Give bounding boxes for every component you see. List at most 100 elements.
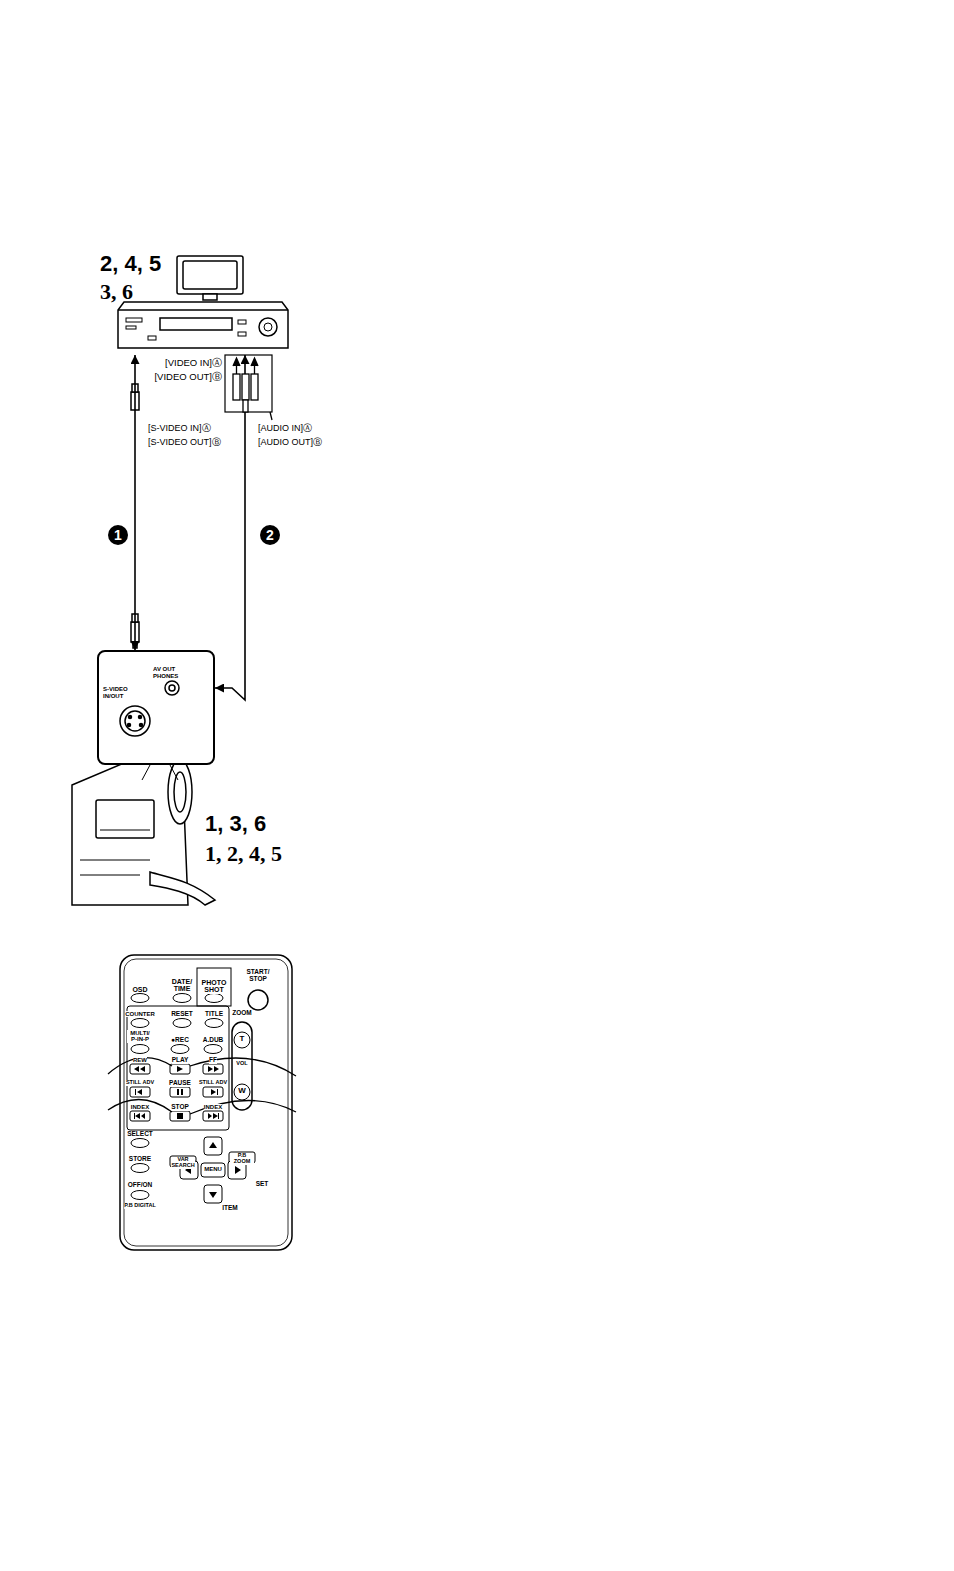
- button-label: OFF/ON: [128, 1182, 153, 1189]
- remote-buttons: [130, 1087, 150, 1097]
- remote-buttons: [203, 1087, 223, 1097]
- remote-buttons: [204, 1185, 222, 1203]
- button-label: COUNTER: [125, 1011, 155, 1017]
- button-label: OSD: [132, 986, 147, 993]
- button-label: VOL: [236, 1061, 247, 1067]
- rca-plugs: [225, 355, 272, 420]
- remote-buttons: [134, 1066, 145, 1072]
- remote-buttons: [177, 1089, 183, 1095]
- remote-buttons: [204, 1137, 222, 1155]
- vcr-node: 2, 4, 5 3, 6: [98, 252, 288, 355]
- vcr: [148, 336, 156, 340]
- jack-panel-ground: [129, 716, 132, 719]
- button-label: SET: [256, 1181, 269, 1188]
- button-label: STOP: [171, 1104, 189, 1111]
- camcorder: [100, 830, 150, 831]
- port-label: [AUDIO IN]Ⓐ: [258, 424, 312, 433]
- vcr: [160, 318, 232, 330]
- jack-panel-ground: [125, 711, 145, 731]
- vcr: [126, 318, 142, 322]
- jack-panel-ground: [169, 685, 175, 691]
- rca-plugs: [243, 400, 248, 412]
- camcorder: [72, 752, 215, 905]
- jack-panel-ground: [165, 681, 179, 695]
- button-label: STILL ADV: [126, 1080, 154, 1086]
- port-label: [AUDIO OUT]Ⓑ: [258, 438, 322, 447]
- remote-buttons: [205, 994, 223, 1003]
- remote-buttons: [130, 1064, 150, 1074]
- remote-buttons: [170, 1111, 190, 1121]
- step-numbers: 1, 3, 6: [205, 812, 266, 835]
- leader-line: [108, 1058, 172, 1074]
- remote-buttons: [208, 1113, 219, 1119]
- port-label: [VIDEO IN]Ⓐ: [165, 358, 222, 368]
- button-label: INDEX: [131, 1104, 149, 1110]
- leader-line: [108, 1058, 296, 1114]
- camcorder: [80, 860, 150, 875]
- tv-set: [177, 256, 243, 300]
- camcorder: [168, 760, 192, 824]
- jack-panel-ground: [142, 765, 178, 780]
- button-label: A.DUB: [203, 1037, 224, 1044]
- callout-number: 1: [108, 525, 128, 545]
- rca-plugs: [242, 374, 249, 400]
- remote-buttons: [203, 1064, 223, 1074]
- tv-set: [183, 261, 237, 289]
- jack-panel: S-VIDEO IN/OUT AV OUT PHONES: [97, 650, 215, 765]
- button-label: PLAY: [172, 1057, 189, 1064]
- port-label: [VIDEO OUT]Ⓑ: [154, 372, 222, 382]
- remote-buttons: [204, 1185, 222, 1203]
- leader-line: [190, 1100, 296, 1114]
- step-numbers: 2, 4, 5: [100, 252, 161, 276]
- button-label: W: [238, 1087, 246, 1095]
- button-label: REW: [133, 1057, 147, 1063]
- vcr: [238, 332, 246, 336]
- rca-plugs: [233, 358, 258, 366]
- remote-buttons: [209, 1142, 217, 1148]
- vcr: [118, 309, 288, 311]
- remote-buttons: [204, 1137, 222, 1155]
- remote-buttons: [173, 1019, 191, 1028]
- port-label: [S-VIDEO IN]Ⓐ: [148, 424, 211, 433]
- remote-buttons: [170, 1064, 190, 1074]
- remote-buttons: [205, 1019, 223, 1028]
- jack-panel-ground: [97, 650, 215, 765]
- callout-number: 2: [260, 525, 280, 545]
- remote-buttons: [201, 1163, 225, 1177]
- step-numbers: 3, 6: [100, 280, 133, 304]
- button-label: ●REC: [171, 1037, 189, 1044]
- jack-label: S-VIDEO IN/OUT: [103, 686, 143, 699]
- vcr: [238, 320, 246, 324]
- button-label: PAUSE: [169, 1080, 191, 1087]
- button-label: VAR SEARCH: [171, 1157, 195, 1169]
- remote-buttons: [177, 1066, 183, 1072]
- remote-buttons: [173, 994, 191, 1003]
- button-label: ZOOM: [232, 1010, 252, 1017]
- button-label: MENU: [204, 1166, 222, 1172]
- button-label: STORE: [129, 1156, 151, 1163]
- vcr: [264, 323, 272, 331]
- jack-label: AV OUT PHONES: [153, 666, 193, 679]
- button-label: T: [240, 1035, 245, 1043]
- vcr: [118, 302, 288, 348]
- remote-buttons: [209, 1192, 217, 1198]
- remote-control: [124, 959, 288, 1246]
- button-label: TITLE: [205, 1011, 223, 1018]
- remote-buttons: [131, 994, 149, 1003]
- remote-buttons: [134, 1113, 145, 1119]
- leader-line: [108, 1099, 172, 1112]
- cable: [215, 355, 245, 700]
- rca-plugs: [251, 374, 258, 400]
- remote-buttons: [131, 1045, 149, 1054]
- remote-buttons: [171, 1045, 189, 1054]
- remote-buttons: [130, 1111, 150, 1121]
- jack-panel-ground: [128, 724, 131, 727]
- tv-set: [177, 256, 243, 294]
- jack-panel-ground: [139, 716, 142, 719]
- button-label: STILL ADV: [199, 1080, 227, 1086]
- button-label: PHOTO SHOT: [199, 979, 229, 994]
- rca-plugs: [270, 412, 272, 420]
